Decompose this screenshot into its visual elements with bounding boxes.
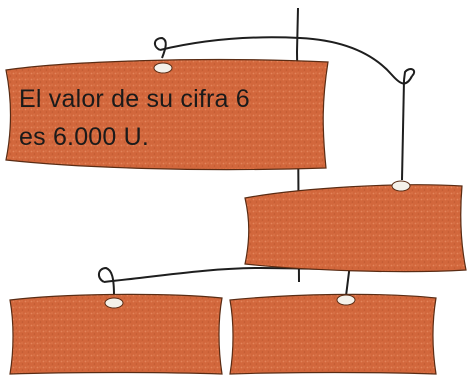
card-bottom-right-hole <box>336 294 356 306</box>
card-top-left-hole <box>153 62 173 74</box>
card-text-line-1: El valor de su cifra 6 <box>19 85 250 113</box>
top-crossbar-left-hook <box>154 36 167 59</box>
top-crossbar-right-hook <box>403 68 416 81</box>
top-crossbar <box>159 36 413 85</box>
card-top-left-text: El valor de su cifra 6 es 6.000 U. <box>19 80 319 156</box>
bottom-crossbar-left-hook <box>98 266 115 297</box>
card-bottom-left <box>9 293 223 375</box>
card-right-hole <box>391 180 411 192</box>
card-bottom-left-hole <box>104 297 124 309</box>
card-text-line-2: es 6.000 U. <box>19 123 150 151</box>
right-card-string <box>401 79 405 181</box>
card-bottom-right <box>229 293 437 375</box>
bottom-crossbar <box>103 266 353 283</box>
card-top-left <box>5 58 329 171</box>
card-right <box>244 184 467 273</box>
